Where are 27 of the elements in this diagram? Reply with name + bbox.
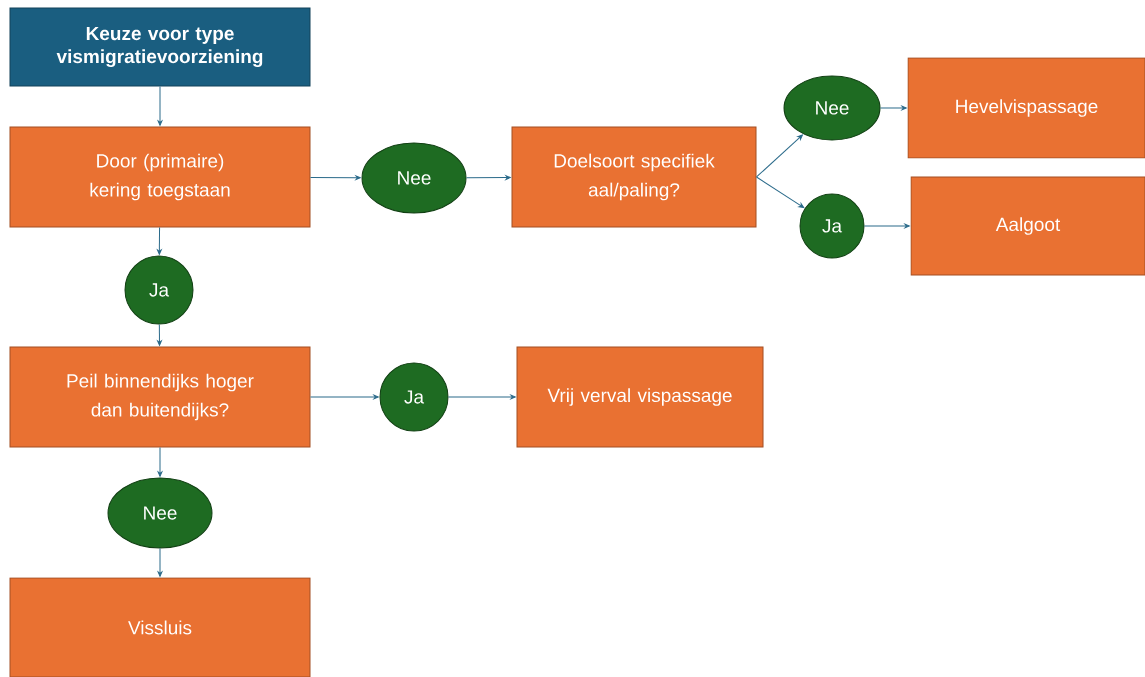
- arrow: [756, 176, 805, 209]
- arrow: [157, 86, 163, 126]
- arrow: [310, 175, 361, 181]
- decision-oval: Ja: [799, 193, 865, 259]
- process-box: Vrij verval vispassage: [516, 346, 764, 448]
- arrow: [157, 227, 162, 255]
- arrow: [756, 134, 803, 178]
- process-box: Peil binnendijks hoger dan buitendijks?: [9, 346, 311, 448]
- decision-oval: Ja: [379, 362, 449, 432]
- arrow: [157, 447, 163, 477]
- arrow: [157, 324, 162, 346]
- arrow: [466, 175, 511, 180]
- process-box: Vissluis: [9, 577, 311, 677]
- process-box: Aalgoot: [910, 176, 1145, 276]
- process-box: Hevelvispassage: [907, 57, 1145, 159]
- process-box: Doelsoort specifiek aal/paling?: [511, 126, 757, 228]
- decision-oval: Nee: [361, 142, 467, 214]
- arrow: [864, 223, 910, 229]
- decision-oval: Ja: [124, 255, 194, 325]
- arrow: [157, 548, 163, 577]
- arrow: [880, 105, 907, 111]
- title-box: Keuze voor type vismigratievoorziening: [9, 7, 311, 87]
- decision-oval: Nee: [107, 477, 213, 549]
- arrow: [448, 394, 516, 400]
- decision-oval: Nee: [783, 75, 881, 141]
- arrow: [310, 394, 379, 400]
- process-box: Door (primaire) kering toegstaan: [9, 126, 311, 228]
